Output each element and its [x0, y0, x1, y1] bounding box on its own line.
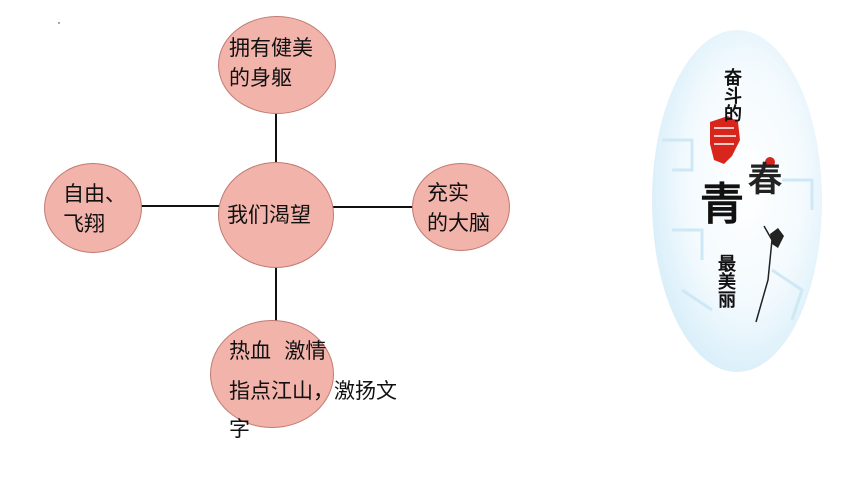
- node-left-label: 自由、 飞翔: [63, 182, 126, 236]
- node-right: 充实 的大脑: [412, 163, 510, 251]
- node-bottom-line1: 热血 激情: [229, 339, 327, 363]
- climber-icon: [770, 228, 784, 248]
- node-center: 我们渴望: [218, 162, 334, 268]
- stray-dot: [58, 22, 60, 24]
- connector-bottom: [275, 266, 277, 332]
- node-top: 拥有健美 的身躯: [218, 16, 336, 114]
- connector-top: [275, 112, 277, 164]
- node-right-label: 充实 的大脑: [427, 181, 490, 235]
- youth-badge: 奋斗的 青 春 最美丽: [652, 30, 822, 372]
- badge-line3: 最美丽: [715, 254, 736, 308]
- connector-right: [333, 206, 413, 208]
- node-top-label: 拥有健美 的身躯: [229, 36, 313, 90]
- badge-big-char2: 春: [748, 160, 782, 200]
- badge-line1: 奋斗的: [721, 68, 742, 122]
- badge-decoration: [662, 116, 814, 323]
- badge-big-char: 青: [700, 179, 744, 230]
- node-bottom: [210, 320, 334, 428]
- fist-icon: [710, 116, 740, 164]
- node-left: 自由、 飞翔: [44, 163, 142, 253]
- connector-left: [140, 205, 224, 207]
- node-bottom-line3: 字: [229, 417, 250, 441]
- node-bottom-line2: 指点江山，激扬文: [229, 379, 397, 403]
- node-center-label: 我们渴望: [227, 203, 311, 227]
